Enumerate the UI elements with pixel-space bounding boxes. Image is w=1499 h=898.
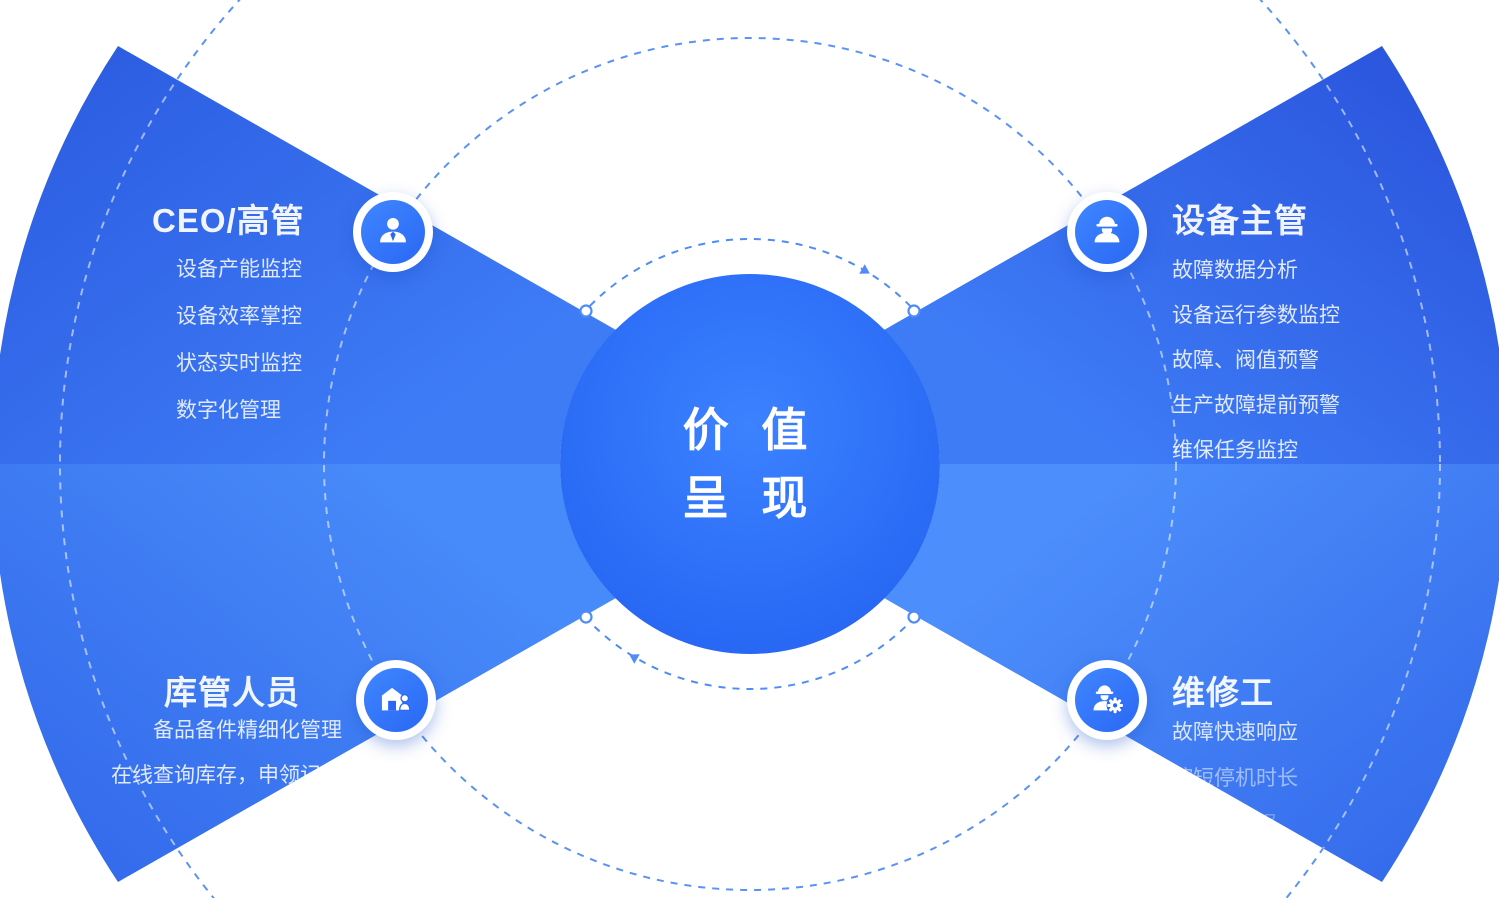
orbit-node-bottom-left — [579, 610, 593, 624]
list-item: 维保任务监控 — [1172, 439, 1298, 462]
quadrant-list-ceo: 设备产能监控 设备效率掌控 状态实时监控 数字化管理 — [176, 246, 302, 434]
center-circle — [560, 274, 940, 654]
badge-repair — [1067, 660, 1147, 740]
list-item: 状态实时监控 — [176, 352, 302, 375]
list-item: 故障数据分析 — [1172, 259, 1298, 282]
list-item: 设备运行参数监控 — [1172, 304, 1340, 327]
list-item: 移动端汇报 — [1172, 813, 1277, 836]
badge-warehouse — [356, 660, 436, 740]
list-item: 设备效率掌控 — [176, 305, 302, 328]
list-item: 故障、阀值预警 — [1172, 349, 1319, 372]
badge-supervisor-inner — [1075, 200, 1139, 264]
list-item: 设备产能监控 — [176, 258, 302, 281]
list-item: 备品备件精细化管理 — [153, 719, 342, 742]
badge-ceo — [353, 192, 433, 272]
quadrant-title-warehouse: 库管人员 — [164, 674, 300, 711]
orbit-node-bottom-right — [907, 610, 921, 624]
list-item: 故障快速响应 — [1172, 721, 1298, 744]
flow-arrow-bottom-icon — [629, 654, 640, 664]
dashed-orbits-over-fans — [59, 46, 1441, 882]
list-item: 缩短停机时长 — [1172, 767, 1298, 790]
list-item: 生产故障提前预警 — [1172, 394, 1340, 417]
fan-top-left — [0, 46, 616, 464]
orbit-node-top-left — [579, 304, 593, 318]
warehouse-user-icon — [378, 680, 414, 721]
quadrant-list-repair: 故障快速响应 缩短停机时长 移动端汇报 — [1172, 710, 1298, 848]
business-user-icon — [375, 212, 411, 253]
center-value-label: 价 值 呈 现 — [575, 396, 925, 532]
badge-repair-inner — [1075, 668, 1139, 732]
quadrant-title-supervisor: 设备主管 — [1172, 202, 1308, 239]
center-value-line2: 呈 现 — [682, 472, 818, 524]
fan-bottom-left — [0, 464, 616, 882]
quadrant-title-repair: 维修工 — [1172, 674, 1274, 711]
badge-supervisor — [1067, 192, 1147, 272]
fan-bottom-right — [884, 464, 1499, 882]
fan-top-right — [884, 46, 1499, 464]
badge-warehouse-inner — [364, 668, 428, 732]
flow-arrow-top-icon — [859, 264, 870, 274]
badge-ceo-inner — [361, 200, 425, 264]
quadrant-title-ceo: CEO/高管 — [152, 202, 305, 239]
quadrant-list-supervisor: 故障数据分析 设备运行参数监控 故障、阀值预警 生产故障提前预警 维保任务监控 — [1172, 248, 1340, 473]
center-value-line1: 价 值 — [682, 404, 818, 456]
quadrant-list-warehouse: 备品备件精细化管理 在线查询库存，申领记录 — [36, 708, 342, 798]
list-item: 在线查询库存，申领记录 — [111, 764, 342, 787]
orbit-node-top-right — [907, 304, 921, 318]
worker-gear-icon — [1089, 680, 1125, 721]
list-item: 数字化管理 — [176, 399, 281, 422]
helmet-user-icon — [1089, 212, 1125, 253]
